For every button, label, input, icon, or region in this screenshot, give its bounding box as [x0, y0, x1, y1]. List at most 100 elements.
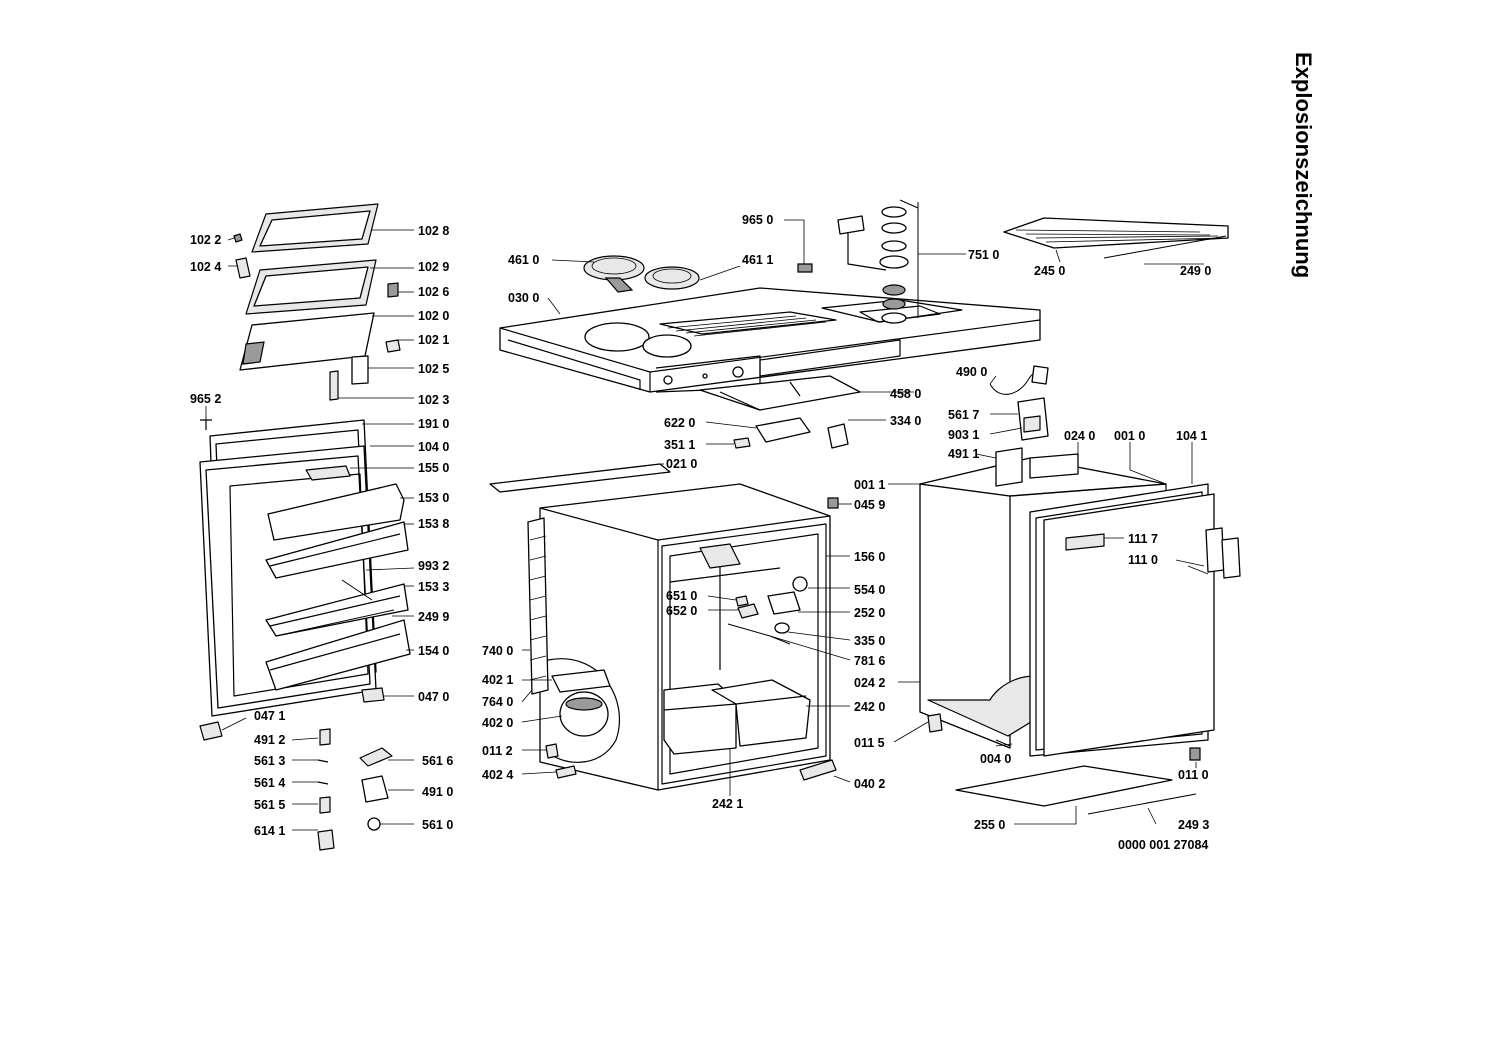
part-153-3-door-shelf — [265, 583, 409, 637]
label-402-1: 402 1 — [482, 673, 513, 687]
part-614-1-part — [317, 829, 335, 851]
part-024-0-panel — [1029, 453, 1079, 479]
label-461-1: 461 1 — [742, 253, 773, 267]
part-255-0-plinth — [955, 765, 1173, 807]
label-561-3: 561 3 — [254, 754, 285, 768]
label-024-0: 024 0 — [1064, 429, 1095, 443]
label-249-3: 249 3 — [1178, 818, 1209, 832]
label-154-0: 154 0 — [418, 644, 449, 658]
label-102-3: 102 3 — [418, 393, 449, 407]
label-965-2: 965 2 — [190, 392, 221, 406]
label-102-0: 102 0 — [418, 309, 449, 323]
part-491-2-clip — [319, 728, 331, 746]
label-102-4: 102 4 — [190, 260, 221, 274]
part-102-1-catch — [385, 339, 401, 353]
part-011-5-foot — [927, 713, 943, 733]
part-004-0-insulation — [995, 739, 1011, 747]
label-045-9: 045 9 — [854, 498, 885, 512]
label-111-7: 111 7 — [1128, 532, 1158, 546]
part-047-1-hinge — [199, 721, 223, 741]
label-781-6: 781 6 — [854, 654, 885, 668]
label-153-8: 153 8 — [418, 517, 449, 531]
label-965-0: 965 0 — [742, 213, 773, 227]
part-903-1-part — [1023, 415, 1041, 433]
part-102-3-hinge — [329, 370, 339, 401]
part-011-2-foot — [545, 743, 559, 759]
label-102-6: 102 6 — [418, 285, 449, 299]
label-561-7: 561 7 — [948, 408, 979, 422]
part-249-9-rod — [275, 609, 395, 637]
part-622-0-switch — [755, 417, 811, 443]
label-102-1: 102 1 — [418, 333, 449, 347]
part-491-0-cover — [361, 775, 389, 803]
label-242-0: 242 0 — [854, 700, 885, 714]
label-764-0: 764 0 — [482, 695, 513, 709]
label-249-0: 249 0 — [1180, 264, 1211, 278]
label-740-0: 740 0 — [482, 644, 513, 658]
part-102-6-catch — [387, 282, 399, 298]
refrigerator-body-group — [489, 463, 839, 791]
label-104-0: 104 0 — [418, 440, 449, 454]
label-402-0: 402 0 — [482, 716, 513, 730]
label-102-9: 102 9 — [418, 260, 449, 274]
label-614-1: 614 1 — [254, 824, 285, 838]
label-245-0: 245 0 — [1034, 264, 1065, 278]
label-561-4: 561 4 — [254, 776, 285, 790]
label-030-0: 030 0 — [508, 291, 539, 305]
part-491-1-panel — [995, 447, 1023, 487]
label-554-0: 554 0 — [854, 583, 885, 597]
part-561-5-clip — [319, 796, 331, 814]
part-249-0-rod — [1103, 235, 1227, 259]
label-335-0: 335 0 — [854, 634, 885, 648]
part-993-2-rod — [341, 579, 373, 601]
label-491-1: 491 1 — [948, 447, 979, 461]
part-561-3-screw — [317, 759, 329, 763]
part-651-0-lamp — [735, 595, 749, 607]
label-561-0: 561 0 — [422, 818, 453, 832]
label-993-2: 993 2 — [418, 559, 449, 573]
part-402-0-compressor — [545, 658, 621, 763]
label-011-2: 011 2 — [482, 744, 513, 758]
label-252-0: 252 0 — [854, 606, 885, 620]
label-021-0: 021 0 — [666, 457, 697, 471]
part-102-5-plate — [351, 355, 369, 385]
part-001-0-door — [1043, 493, 1241, 757]
part-047-0-hinge — [361, 687, 385, 703]
label-104-1: 104 1 — [1176, 429, 1207, 443]
part-154-0-door-shelf — [265, 619, 411, 691]
label-011-5: 011 5 — [854, 736, 885, 750]
label-024-2: 024 2 — [854, 676, 885, 690]
label-651-0: 651 0 — [666, 589, 697, 603]
label-102-2: 102 2 — [190, 233, 221, 247]
part-461-0-hotplate — [583, 255, 645, 293]
part-156-0-ice-tray — [699, 543, 741, 569]
label-156-0: 156 0 — [854, 550, 885, 564]
label-047-1: 047 1 — [254, 709, 285, 723]
label-102-8: 102 8 — [418, 224, 449, 238]
cabinet-group — [919, 217, 1241, 815]
label-047-0: 047 0 — [418, 690, 449, 704]
part-021-0-rail — [489, 463, 671, 493]
part-labels: 102 8 102 2 102 9 102 4 102 6 102 0 102 … — [190, 213, 1211, 838]
part-335-0-ring — [774, 622, 790, 634]
part-561-0-knob — [367, 817, 381, 831]
part-102-8-frame — [251, 203, 379, 253]
part-102-2-clip — [233, 233, 243, 243]
part-102-9-frame — [245, 259, 377, 315]
label-351-1: 351 1 — [664, 438, 695, 452]
part-554-0-knob — [792, 576, 808, 592]
part-252-0-thermostat — [767, 591, 801, 615]
label-153-0: 153 0 — [418, 491, 449, 505]
label-334-0: 334 0 — [890, 414, 921, 428]
label-402-4: 402 4 — [482, 768, 513, 782]
part-153-8-door-shelf — [265, 521, 409, 579]
label-561-6: 561 6 — [422, 754, 453, 768]
label-155-0: 155 0 — [418, 461, 449, 475]
label-102-5: 102 5 — [418, 362, 449, 376]
part-751-0-tap — [837, 199, 919, 324]
leader-lines — [205, 219, 1209, 831]
label-461-0: 461 0 — [508, 253, 539, 267]
part-740-0-condenser — [527, 517, 549, 695]
label-242-1: 242 1 — [712, 797, 743, 811]
